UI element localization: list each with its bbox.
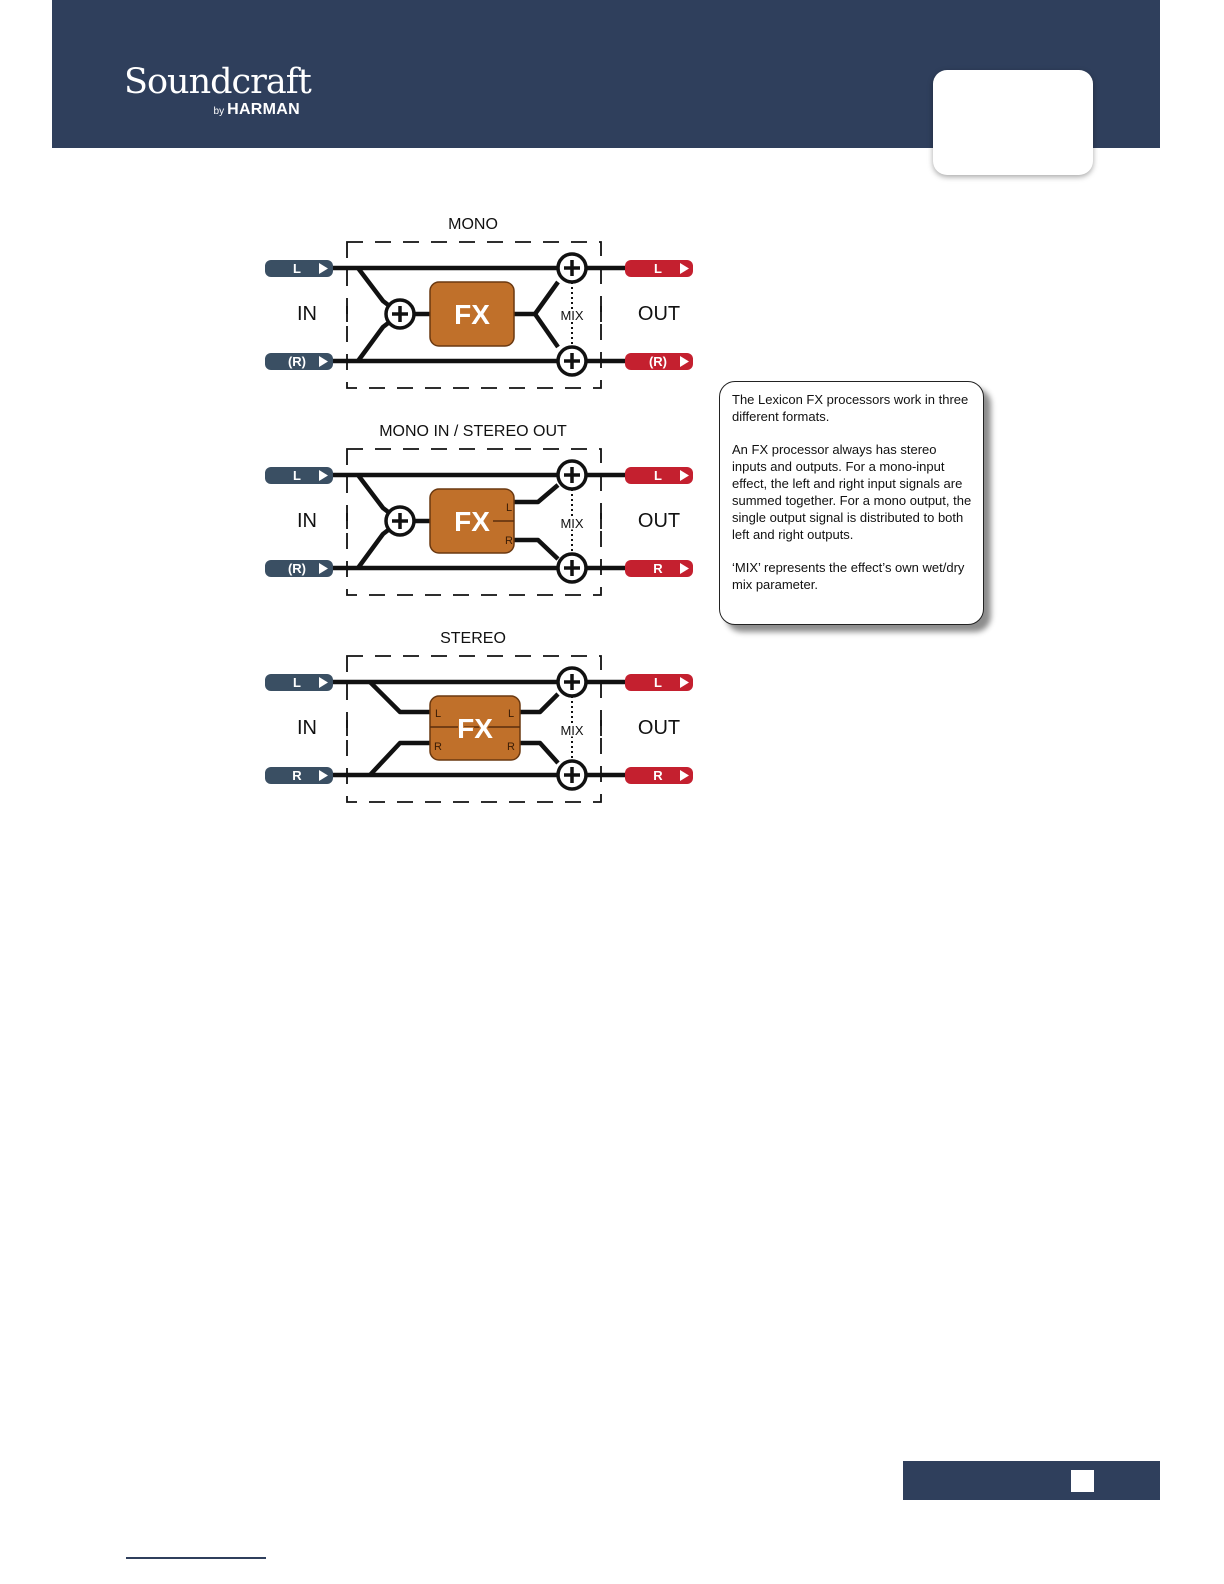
svg-text:L: L [654, 675, 662, 690]
dashed-frame [346, 655, 602, 803]
fx-block [429, 281, 515, 347]
svg-text:(R): (R) [649, 354, 667, 369]
output-tag-bottom: R [625, 560, 693, 577]
svg-text:(R): (R) [288, 561, 306, 576]
diagram-mono: MONO FX IN OUT MIX L [265, 216, 693, 389]
fx-port-out-top: L [508, 708, 514, 720]
diagram-stereo: STEREO FX L R L R IN OUT MIX L [265, 630, 693, 803]
fx-port-out-bottom: R [505, 535, 513, 547]
fx-label: FX [454, 506, 490, 537]
output-tag-bottom: R [625, 767, 693, 784]
svg-text:R: R [653, 561, 663, 576]
fx-port-out-top: L [506, 502, 512, 514]
chapter-tab [933, 70, 1093, 175]
logo-by: by [213, 106, 225, 117]
logo-harman: HARMAN [227, 101, 300, 118]
dashed-frame [346, 448, 602, 596]
footer-rule [126, 1557, 266, 1559]
in-label: IN [297, 510, 317, 532]
fx-port-out-bottom: R [507, 741, 515, 753]
fx-format-diagrams: MONO FX IN OUT MIX L [265, 216, 693, 803]
diagram-title: MONO [448, 216, 498, 233]
mix-label: MIX [560, 723, 583, 738]
out-label: OUT [638, 303, 680, 325]
mix-label: MIX [560, 308, 583, 323]
svg-text:L: L [654, 261, 662, 276]
out-label: OUT [638, 717, 680, 739]
input-tag-top: L [265, 674, 333, 691]
info-callout: The Lexicon FX processors work in three … [719, 381, 984, 625]
output-sum-node-top [556, 459, 588, 491]
callout-paragraph: The Lexicon FX processors work in three … [732, 392, 969, 424]
input-tag-top: L [265, 260, 333, 277]
svg-text:L: L [293, 675, 301, 690]
fx-label: FX [457, 713, 493, 744]
svg-text:L: L [293, 261, 301, 276]
fx-block [429, 695, 521, 761]
output-sum-node-bottom [556, 552, 588, 584]
fx-port-in-bottom: R [434, 741, 442, 753]
svg-text:(R): (R) [288, 354, 306, 369]
output-tag-bottom: (R) [625, 353, 693, 370]
diagram-mono-in-stereo-out: MONO IN / STEREO OUT FX L R IN OUT MIX [265, 423, 693, 596]
output-sum-node-top [556, 252, 588, 284]
output-tag-top: L [625, 260, 693, 277]
output-tag-top: L [625, 467, 693, 484]
input-tag-bottom: R [265, 767, 333, 784]
signal-lines [333, 679, 627, 778]
page-number-box [1071, 1470, 1094, 1492]
diagram-title: MONO IN / STEREO OUT [379, 423, 567, 440]
input-sum-node [384, 298, 416, 330]
diagram-title: STEREO [440, 630, 506, 647]
dashed-frame [346, 241, 602, 389]
svg-text:L: L [293, 468, 301, 483]
output-sum-node-top [556, 666, 588, 698]
output-sum-node-bottom [556, 345, 588, 377]
fx-port-in-top: L [435, 708, 441, 720]
svg-text:R: R [292, 768, 302, 783]
in-label: IN [297, 717, 317, 739]
output-sum-node-bottom [556, 759, 588, 791]
mix-label: MIX [560, 516, 583, 531]
out-label: OUT [638, 510, 680, 532]
svg-text:R: R [653, 768, 663, 783]
page-footer-bar [903, 1461, 1160, 1500]
in-label: IN [297, 303, 317, 325]
input-sum-node [384, 505, 416, 537]
output-tag-top: L [625, 674, 693, 691]
callout-paragraph: ‘MIX’ represents the effect’s own wet/dr… [732, 560, 965, 592]
input-tag-top: L [265, 467, 333, 484]
logo-wordmark: Soundcraft [124, 62, 312, 102]
svg-text:L: L [654, 468, 662, 483]
input-tag-bottom: (R) [265, 560, 333, 577]
input-tag-bottom: (R) [265, 353, 333, 370]
fx-label: FX [454, 299, 490, 330]
callout-paragraph: An FX processor always has stereo inputs… [732, 442, 972, 542]
